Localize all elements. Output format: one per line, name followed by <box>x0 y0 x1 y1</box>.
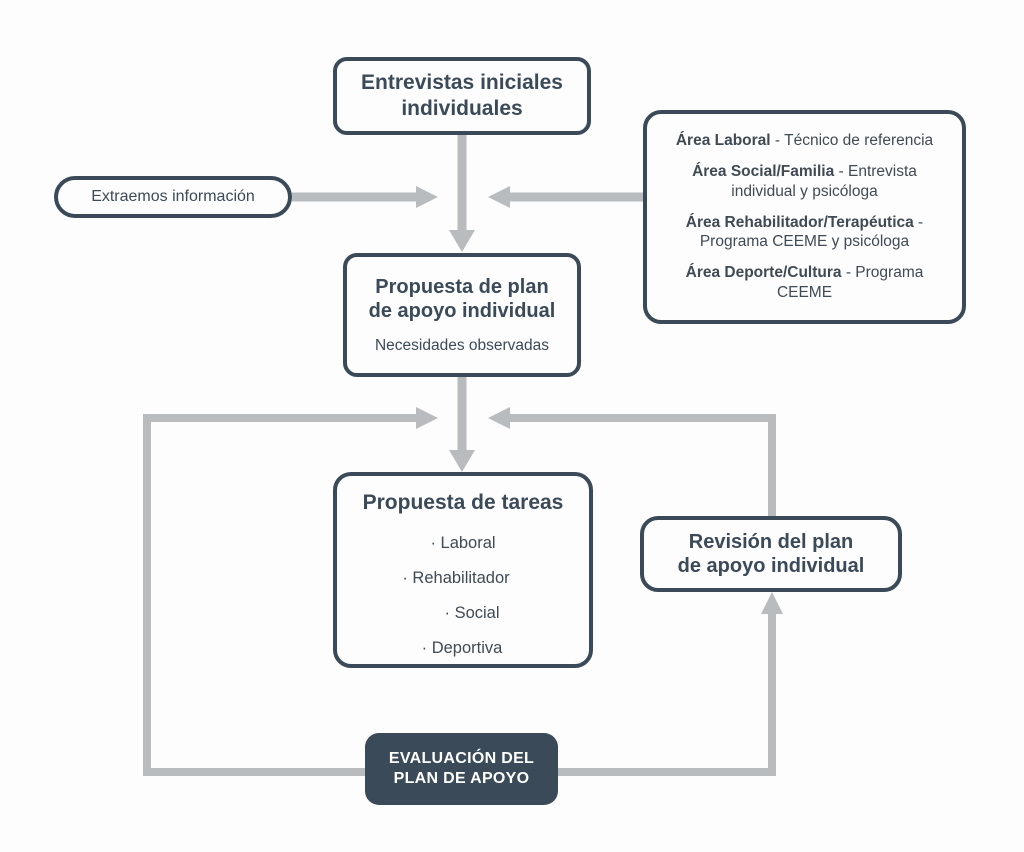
area-item-deporte-cultura-rest: - Programa CEEME <box>776 264 924 302</box>
node-evaluacion-line1: EVALUACIÓN DEL <box>388 750 535 768</box>
task-item-rehabilitador: · Rehabilitador <box>402 568 510 587</box>
area-item-laboral-bold: Área Laboral <box>675 132 771 150</box>
area-item-rehabilitador: Área Rehabilitador/Terapéutica - Program… <box>661 213 948 253</box>
node-revision-plan[interactable]: Revisión del plan de apoyo individual <box>640 516 902 592</box>
node-propuesta-plan-apoyo[interactable]: Propuesta de plan de apoyo individual Ne… <box>343 253 581 377</box>
area-item-laboral-rest: - Técnico de referencia <box>770 132 934 150</box>
task-item-social: · Social <box>444 603 500 622</box>
node-revision-line2: de apoyo individual <box>677 555 865 577</box>
area-item-social-familia-bold: Área Social/Familia <box>692 162 835 180</box>
area-item-laboral: Área Laboral - Técnico de referencia <box>676 131 933 151</box>
arrow-evaluacion-loop-left <box>143 407 438 776</box>
arrow-revision-to-tareas <box>488 407 776 516</box>
area-item-social-familia: Área Social/Familia - Entrevista individ… <box>661 162 948 202</box>
node-entrevistas-line1: Entrevistas iniciales <box>361 71 563 95</box>
node-entrevistas-line2: individuales <box>401 97 523 120</box>
node-propuesta-plan-lines: Propuesta de plan de apoyo individual <box>369 275 556 324</box>
area-item-deporte-cultura-bold: Área Deporte/Cultura <box>685 264 842 282</box>
node-propuesta-plan-subtitle: Necesidades observadas <box>374 336 550 354</box>
arrow-plan-to-tareas <box>449 377 475 472</box>
node-extraemos-informacion[interactable]: Extraemos información <box>54 176 292 218</box>
area-item-deporte-cultura: Área Deporte/Cultura - Programa CEEME <box>661 263 948 303</box>
task-item-laboral: · Laboral <box>430 533 496 552</box>
area-item-rehabilitador-rest: - Programa CEEME y psicóloga <box>699 213 924 251</box>
task-item-deportiva: · Deportiva <box>421 639 503 658</box>
node-propuesta-plan-line2: de apoyo individual <box>368 300 556 323</box>
node-revision-line1: Revisión del plan <box>688 530 854 553</box>
node-evaluacion-plan[interactable]: EVALUACIÓN DEL PLAN DE APOYO <box>365 733 558 805</box>
node-extraemos-label: Extraemos información <box>91 188 255 205</box>
node-propuesta-plan-line1: Propuesta de plan <box>375 275 549 298</box>
node-evaluacion-line2: PLAN DE APOYO <box>393 770 530 787</box>
arrow-extraemos-to-junction <box>292 186 438 208</box>
node-areas-list[interactable]: Área Laboral - Técnico de referencia Áre… <box>643 110 966 324</box>
node-entrevistas-iniciales[interactable]: Entrevistas iniciales individuales <box>333 57 591 135</box>
arrow-areas-to-junction <box>488 186 643 208</box>
arrow-evaluacion-to-revision <box>558 592 783 776</box>
area-item-social-familia-rest: - Entrevista individual y psicóloga <box>731 162 917 200</box>
area-item-rehabilitador-bold: Área Rehabilitador/Terapéutica <box>685 213 914 231</box>
node-propuesta-tareas-title: Propuesta de tareas <box>362 491 564 514</box>
node-propuesta-tareas[interactable]: Propuesta de tareas · Laboral · Rehabili… <box>333 472 593 668</box>
arrow-entrevistas-to-plan <box>449 135 475 252</box>
